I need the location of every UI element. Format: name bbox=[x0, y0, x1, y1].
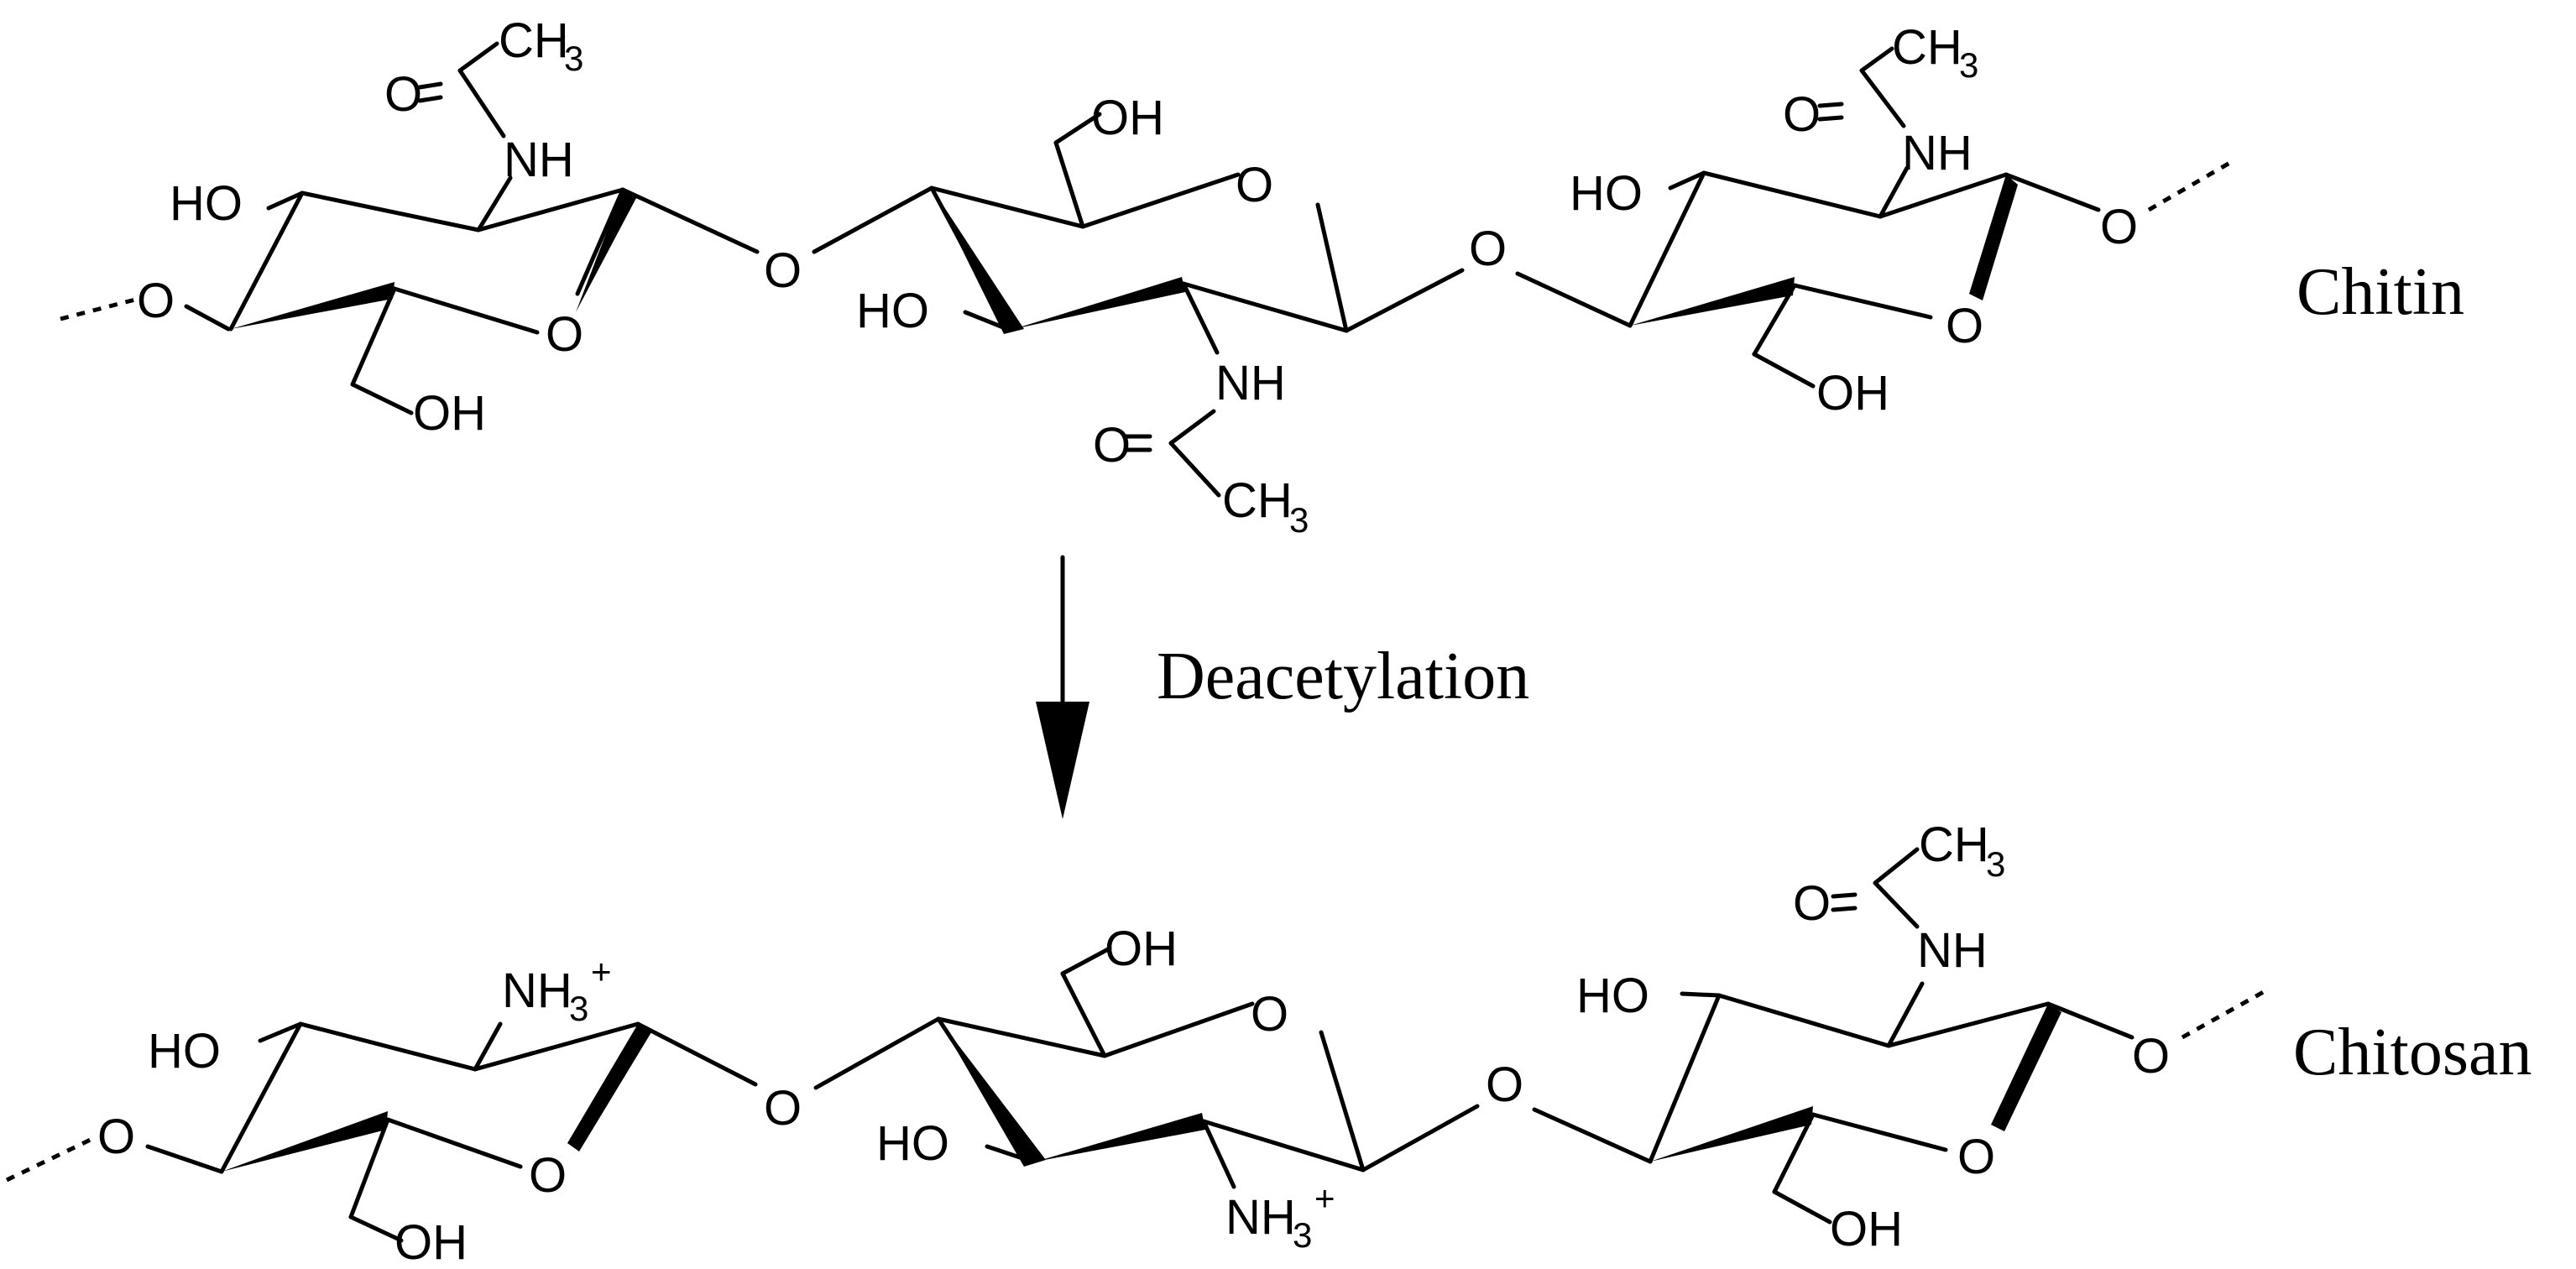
atom-ch: CH bbox=[1892, 20, 1962, 75]
subscript-3: 3 bbox=[1293, 1215, 1312, 1255]
ring-oxygen: O bbox=[1946, 299, 1983, 353]
atom-oh: OH bbox=[1091, 91, 1164, 145]
subscript-3: 3 bbox=[1986, 844, 2005, 884]
atom-ho: HO bbox=[876, 1116, 949, 1171]
chitosan-structure: O O HO OH NH 3 + O O OH bbox=[5, 817, 2532, 1269]
atom-o: O bbox=[2100, 200, 2138, 254]
chitin-label: Chitin bbox=[2296, 255, 2464, 329]
ring-oxygen: O bbox=[546, 307, 583, 362]
atom-oh: OH bbox=[394, 1215, 468, 1269]
glycosidic-oxygen: O bbox=[764, 243, 802, 298]
chitosan-label: Chitosan bbox=[2293, 1016, 2532, 1089]
atom-ho: HO bbox=[148, 1024, 221, 1078]
charge-plus: + bbox=[1314, 1178, 1335, 1218]
glycosidic-oxygen: O bbox=[764, 1081, 802, 1136]
glycosidic-oxygen: O bbox=[1486, 1058, 1523, 1112]
atom-ho: HO bbox=[170, 176, 243, 231]
chitin-structure: O HO O OH NH O CH 3 O O bbox=[60, 13, 2464, 540]
atom-o: O bbox=[97, 1110, 135, 1164]
atom-ho: HO bbox=[1570, 166, 1643, 221]
deacetylation-label: Deacetylation bbox=[1157, 640, 1529, 713]
carbonyl-oxygen: O bbox=[1093, 418, 1131, 473]
carbonyl-oxygen: O bbox=[1793, 876, 1831, 931]
atom-ch: CH bbox=[1222, 473, 1293, 528]
atom-nh: NH bbox=[1902, 126, 1972, 180]
atom-nh3: NH bbox=[1225, 1190, 1296, 1245]
atom-ho: HO bbox=[1576, 969, 1649, 1023]
ring-oxygen: O bbox=[1236, 158, 1273, 212]
carbonyl-oxygen: O bbox=[1783, 87, 1821, 142]
subscript-3: 3 bbox=[569, 989, 588, 1028]
atom-o: O bbox=[137, 274, 175, 328]
atom-ch: CH bbox=[499, 13, 569, 68]
atom-ho: HO bbox=[856, 284, 929, 338]
ring-oxygen: O bbox=[529, 1148, 567, 1203]
atom-oh: OH bbox=[413, 386, 486, 441]
carbonyl-oxygen: O bbox=[384, 67, 422, 122]
atom-o: O bbox=[2132, 1029, 2170, 1084]
subscript-3: 3 bbox=[1959, 45, 1978, 85]
atom-ch: CH bbox=[1919, 817, 1989, 872]
atom-oh: OH bbox=[1830, 1202, 1903, 1256]
charge-plus: + bbox=[591, 952, 612, 991]
subscript-3: 3 bbox=[564, 39, 583, 78]
ring-oxygen: O bbox=[1957, 1130, 1995, 1184]
atom-oh: OH bbox=[1105, 922, 1178, 976]
atom-oh: OH bbox=[1816, 366, 1889, 420]
subscript-3: 3 bbox=[1289, 500, 1309, 540]
reaction-arrow: Deacetylation bbox=[1036, 555, 1529, 819]
ring-oxygen: O bbox=[1251, 987, 1288, 1042]
atom-nh: NH bbox=[1917, 923, 1988, 978]
glycosidic-oxygen: O bbox=[1469, 222, 1507, 276]
atom-nh: NH bbox=[504, 133, 574, 187]
atom-nh3: NH bbox=[502, 964, 572, 1018]
atom-nh: NH bbox=[1215, 356, 1286, 410]
